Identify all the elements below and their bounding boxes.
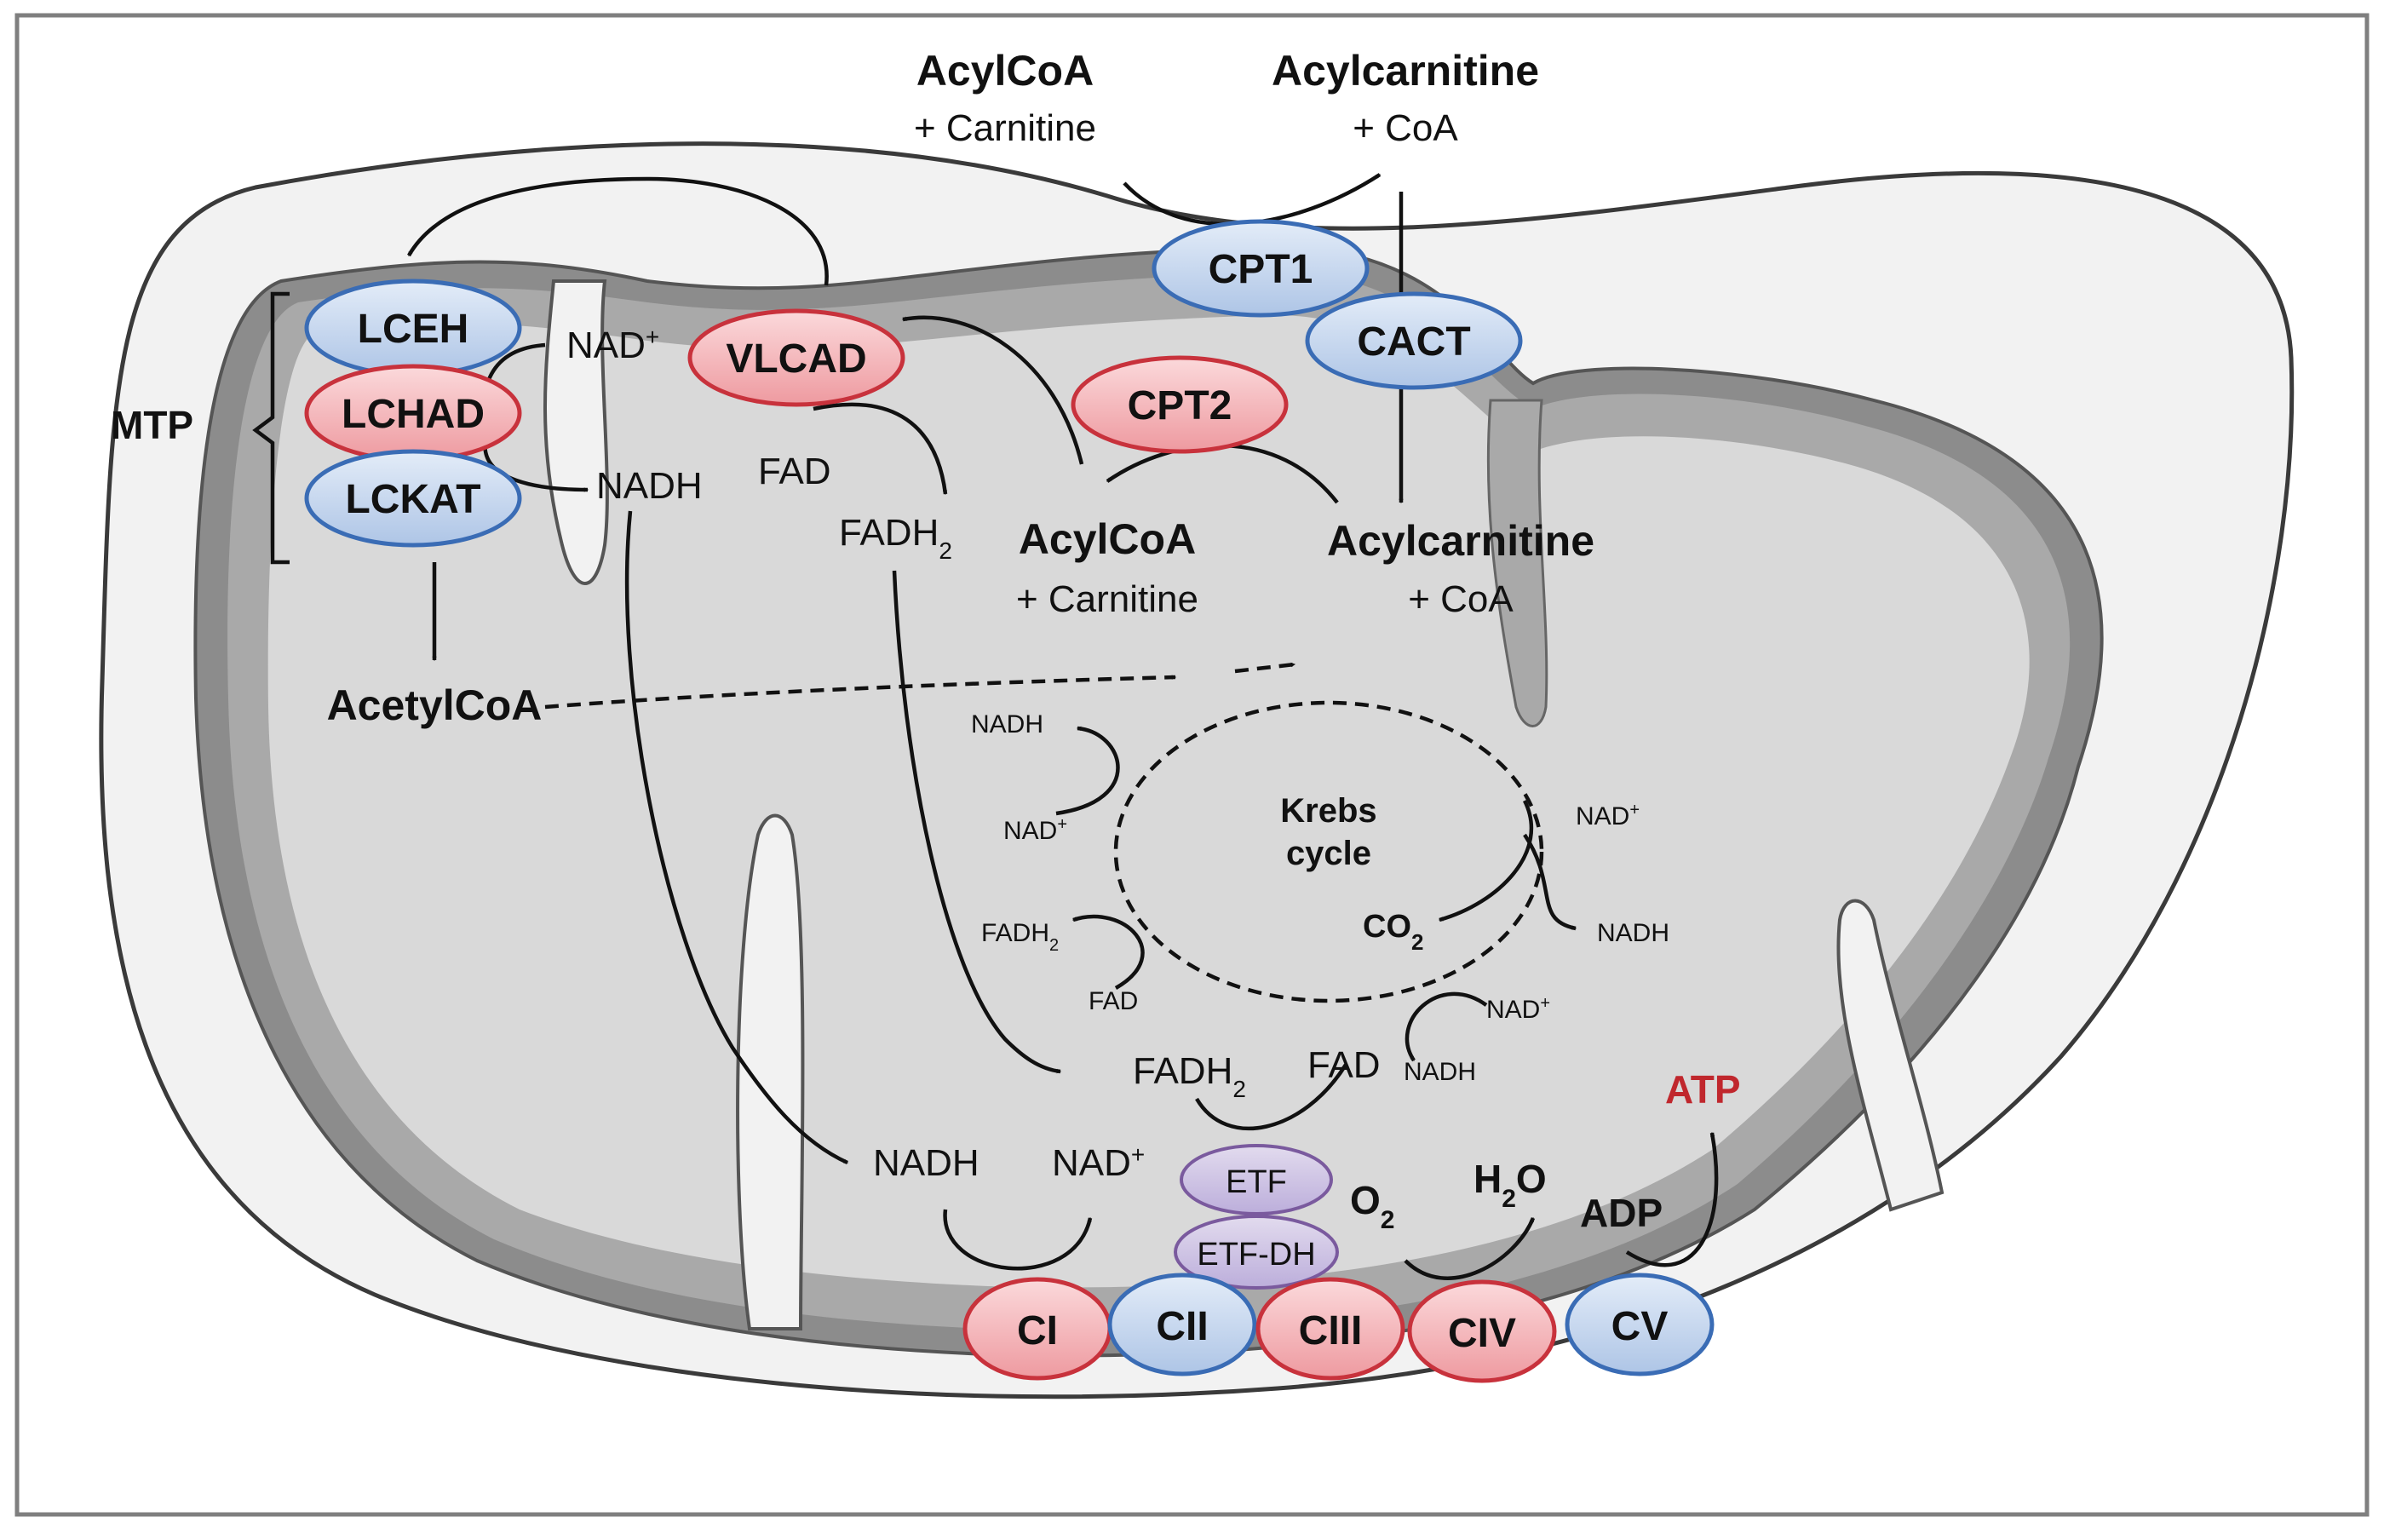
svg-text:CIII: CIII <box>1299 1308 1363 1353</box>
arrow-vlcad-to-mtp <box>407 176 829 286</box>
crista-right-top <box>1486 399 1548 727</box>
krebs-fadh2-left: FADH2 <box>981 919 1059 955</box>
matrix-region <box>267 315 2030 1288</box>
vlcad-fad-label: FAD <box>758 451 831 492</box>
krebs-nadh-right: NADH <box>1597 919 1669 947</box>
cytosol-carnitine: + Carnitine <box>914 107 1096 149</box>
mtp-label: MTP <box>111 403 193 447</box>
svg-text:CIV: CIV <box>1448 1311 1516 1356</box>
svg-text:CV: CV <box>1611 1304 1669 1349</box>
krebs-nadh-bottom: NADH <box>1404 1058 1476 1086</box>
svg-text:CI: CI <box>1017 1308 1058 1353</box>
krebs-nad-bottom: NAD+ <box>1486 994 1550 1024</box>
arrow-nad-to-nadh <box>480 342 589 492</box>
arrow-krebs-nad-nadh-right <box>1523 833 1577 931</box>
enzyme-lckat: LCKAT <box>304 449 522 548</box>
krebs-co2: CO2 <box>1363 909 1423 955</box>
cv-adp-label: ADP <box>1580 1191 1663 1235</box>
enzyme-lchad: LCHAD <box>304 364 522 463</box>
svg-text:LCEH: LCEH <box>358 307 469 352</box>
crista-bottom-right <box>1836 899 1945 1212</box>
krebs-nadh-top-left: NADH <box>971 710 1043 738</box>
enzyme-cact: CACT <box>1305 291 1523 390</box>
enzyme-cpt1: CPT1 <box>1152 219 1370 318</box>
svg-text:VLCAD: VLCAD <box>726 336 866 382</box>
ci-nad-label: NAD+ <box>1052 1141 1145 1185</box>
krebs-nad-left: NAD+ <box>1003 815 1067 845</box>
arrow-ci-nadh-oxidation <box>943 1209 1093 1271</box>
etf-fad-label: FAD <box>1307 1044 1381 1086</box>
complex-ci: CI <box>962 1277 1112 1381</box>
arrow-acetylcoa-to-krebs-tail <box>1234 662 1296 674</box>
vlcad-fadh2-label: FADH2 <box>839 512 952 564</box>
complex-cii: CII <box>1107 1273 1257 1376</box>
complex-civ: CIV <box>1407 1279 1557 1383</box>
arrow-krebs-nad-nadh-left <box>1055 726 1120 816</box>
krebs-nad-right: NAD+ <box>1576 801 1640 830</box>
svg-text:CPT1: CPT1 <box>1209 247 1313 292</box>
arrow-krebs-co2 <box>1438 799 1534 922</box>
arrow-nadh-to-ci <box>624 510 849 1165</box>
arrow-cv-adp-atp <box>1625 1131 1719 1267</box>
cytosol-acylcarnitine: Acylcarnitine <box>1272 47 1539 95</box>
matrix-carnitine: + Carnitine <box>1016 578 1198 620</box>
etf-fadh2-label: FADH2 <box>1133 1050 1246 1102</box>
mtp-nadh-label: NADH <box>596 465 703 507</box>
krebs-label-line2: cycle <box>1286 835 1371 872</box>
complex-ciii: CIII <box>1255 1277 1405 1381</box>
cv-atp-label: ATP <box>1665 1067 1741 1112</box>
arrow-fadh2-to-etf <box>892 570 1062 1074</box>
arrow-krebs-nad-nadh-bottom <box>1405 991 1488 1062</box>
complex-cv: CV <box>1565 1273 1715 1376</box>
civ-o2-label: O2 <box>1350 1178 1394 1234</box>
mtp-bracket <box>252 291 290 565</box>
crista-bottom-left <box>736 813 805 1330</box>
svg-text:CII: CII <box>1156 1304 1208 1349</box>
krebs-label-line1: Krebs <box>1280 792 1376 830</box>
svg-text:CACT: CACT <box>1357 319 1470 365</box>
svg-text:ETF-DH: ETF-DH <box>1197 1237 1315 1273</box>
matrix-coa: + CoA <box>1408 578 1514 620</box>
enzyme-etf-dh: ETF-DH <box>1174 1215 1339 1290</box>
enzyme-lceh: LCEH <box>304 279 522 377</box>
arrow-etf-fad <box>1195 1063 1347 1131</box>
arrow-acetylcoa-to-krebs <box>544 675 1177 710</box>
ci-nadh-label: NADH <box>873 1142 979 1184</box>
cytosol-coa: + CoA <box>1353 107 1458 149</box>
arrow-fad-reduction-vlcad <box>813 402 948 496</box>
svg-text:CPT2: CPT2 <box>1128 383 1232 428</box>
svg-text:ETF: ETF <box>1226 1164 1287 1200</box>
svg-text:LCKAT: LCKAT <box>345 477 480 522</box>
civ-h2o-label: H2O <box>1473 1157 1547 1213</box>
enzyme-etf: ETF <box>1180 1144 1333 1215</box>
mtp-nad-label: NAD+ <box>566 324 659 367</box>
arrow-krebs-fad-fadh-left <box>1071 914 1145 990</box>
acetylcoa-label: AcetylCoA <box>327 681 543 729</box>
matrix-acylcarnitine: Acylcarnitine <box>1327 517 1594 565</box>
enzyme-vlcad: VLCAD <box>687 308 905 407</box>
crista-left <box>543 279 609 585</box>
arrow-civ-o2-h2o <box>1404 1216 1536 1280</box>
krebs-fad-left: FAD <box>1089 987 1138 1015</box>
enzyme-cpt2: CPT2 <box>1071 355 1289 454</box>
krebs-cycle-circle <box>1113 700 1544 1003</box>
arrow-acylcoa-to-vlcad <box>901 315 1084 465</box>
svg-text:LCHAD: LCHAD <box>342 392 485 437</box>
matrix-acylcoa: AcylCoA <box>1019 515 1196 563</box>
cytosol-acylcoa: AcylCoA <box>916 47 1094 95</box>
